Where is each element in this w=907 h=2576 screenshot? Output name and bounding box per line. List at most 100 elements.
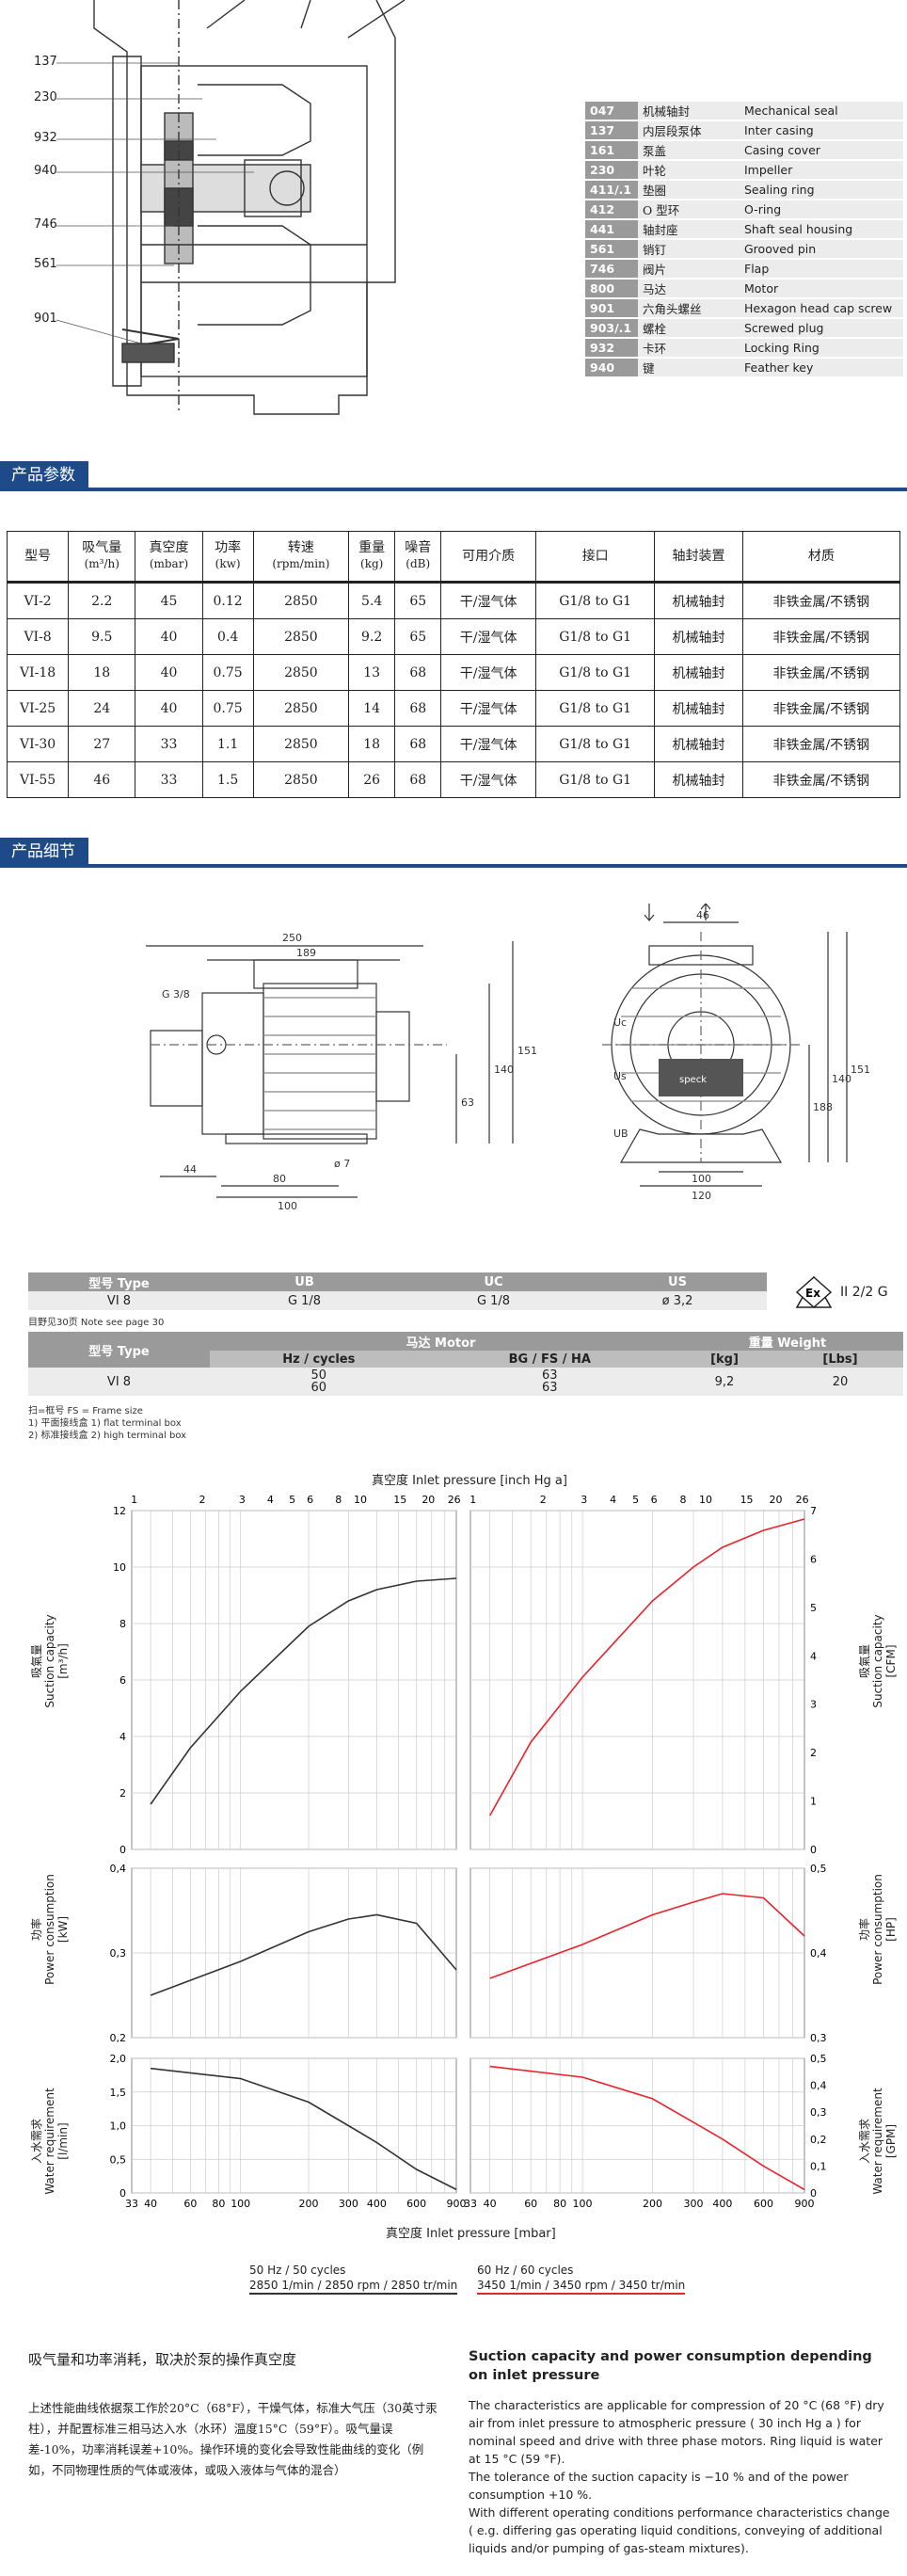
param-cell: 65	[394, 582, 442, 619]
param-cell: 65	[394, 618, 442, 655]
param-cell: 27	[68, 726, 136, 762]
y-tick-label-right: 0,5	[810, 1863, 827, 1875]
parts-en: Inter casing	[740, 120, 903, 141]
dim-uc: Uc	[613, 1016, 627, 1029]
param-header: 轴封装置	[654, 531, 743, 584]
y-tick-label-right: 1	[810, 1796, 817, 1808]
param-cell: 机械轴封	[654, 582, 743, 619]
pump-cross-section-drawing	[56, 0, 406, 415]
param-cell: 机械轴封	[654, 654, 743, 691]
footnote-flat-box: 1) 平面接线盒 1) flat terminal box	[28, 1418, 182, 1429]
x-top-tick-label: 10	[699, 1494, 712, 1506]
param-cell: 68	[394, 761, 442, 798]
y-tick-label-left: 1,0	[110, 2120, 127, 2133]
param-header: 真空度(mbar)	[135, 531, 203, 584]
param-cell: 非铁金属/不锈钢	[741, 618, 901, 655]
parts-en: Screwed plug	[740, 318, 903, 339]
conn-uc: G 1/8	[476, 1293, 511, 1308]
bottom-cn-title: 吸气量和功率消耗，取决於泵的操作真空度	[28, 2351, 297, 2368]
conn-model: VI 8	[106, 1293, 132, 1308]
bottom-en-title: Suction capacity and power consumption d…	[469, 2349, 872, 2383]
dim-100b: 100	[692, 1173, 711, 1185]
x-tick-label: 80	[212, 2198, 225, 2210]
y-tick-label-right: 2	[810, 1747, 817, 1759]
y-tick-label-left: 0,3	[110, 1947, 127, 1960]
section-title-details: 产品细节	[0, 838, 88, 866]
parts-en: Motor	[740, 279, 903, 299]
x-top-tick-label: 15	[740, 1494, 754, 1506]
y-tick-label-right: 0,1	[810, 2160, 827, 2172]
bottom-cn-body: 上述性能曲线依据泵工作於20°C（68°F），干燥气体，标准大气压（30英寸汞柱…	[28, 2401, 438, 2477]
dim-ub: UB	[613, 1128, 629, 1140]
y-tick-label-left: 2	[119, 1787, 126, 1800]
param-header: 转速(rpm/min)	[252, 531, 350, 584]
y-tick-label-left: 0,4	[110, 1863, 127, 1875]
y-tick-label-left: 12	[113, 1505, 126, 1517]
conn-header-model: 型号 Type	[88, 1276, 150, 1291]
x-tick-label: 33	[125, 2198, 138, 2210]
motor-lbs: 20	[832, 1374, 849, 1389]
parts-en: Flap	[740, 259, 903, 280]
param-cell: 9.2	[348, 618, 396, 655]
y-tick-label-left: 10	[113, 1561, 126, 1574]
param-cell: 68	[394, 654, 442, 691]
parts-en: Sealing ring	[740, 180, 903, 200]
param-cell: 机械轴封	[654, 761, 743, 798]
x-tick-label: 300	[684, 2198, 704, 2210]
y-tick-label-left: 8	[119, 1618, 126, 1630]
atex-ex-icon: Ex	[795, 1275, 833, 1309]
parts-code: 940	[585, 358, 638, 378]
parts-en: Locking Ring	[740, 338, 903, 359]
param-cell: 24	[68, 690, 136, 727]
y-tick-label-left: 6	[119, 1674, 126, 1687]
section-divider-details	[0, 864, 907, 868]
svg-text:Ex: Ex	[805, 1287, 820, 1300]
y-tick-label-right: 4	[810, 1650, 817, 1662]
param-cell: 干/湿气体	[440, 726, 537, 762]
param-cell: 2850	[252, 618, 350, 655]
x-tick-label: 33	[464, 2198, 477, 2210]
parts-cn: 垫圈	[638, 180, 740, 200]
x-tick-label: 60	[183, 2198, 197, 2210]
parts-code: 903/.1	[585, 318, 638, 339]
parts-cn: 阀片	[638, 259, 740, 280]
legend-50hz: 50 Hz / 50 cycles 2850 1/min / 2850 rpm …	[249, 2263, 458, 2295]
param-header: 可用介质	[440, 531, 537, 584]
param-cell: VI-30	[6, 726, 70, 762]
motor-header-weight: 重量 Weight	[748, 1336, 827, 1351]
y-tick-label-right: 0,3	[810, 2032, 827, 2044]
param-cell: 干/湿气体	[440, 618, 537, 655]
dim-us: Us	[613, 1070, 627, 1082]
parts-code: 137	[585, 120, 638, 141]
parts-en: Impeller	[740, 160, 903, 181]
param-cell: 0.12	[201, 582, 254, 619]
parts-cn: 螺栓	[638, 318, 740, 339]
callout-746: 746	[34, 217, 57, 232]
param-header: 材质	[741, 531, 901, 584]
y-tick-label-right: 0	[810, 2187, 817, 2200]
parts-code: 932	[585, 338, 638, 359]
param-cell: 45	[135, 582, 203, 619]
x-top-tick-label: 3	[239, 1494, 246, 1506]
dim-188: 188	[813, 1101, 833, 1113]
x-top-tick-label: 1	[469, 1494, 476, 1506]
param-cell: 0.4	[201, 618, 254, 655]
parts-cn: 内层段泵体	[638, 120, 740, 141]
parts-en: O-ring	[740, 200, 903, 220]
motor-header-model: 型号 Type	[88, 1344, 150, 1359]
parts-code: 561	[585, 239, 638, 260]
y-tick-label-right: 3	[810, 1699, 817, 1711]
x-top-tick-label: 3	[581, 1494, 587, 1506]
x-top-tick-label: 6	[307, 1494, 313, 1506]
parts-code: 412	[585, 200, 638, 220]
dim-189: 189	[296, 947, 316, 959]
dim-phi7: ø 7	[334, 1158, 350, 1170]
dim-151b: 151	[851, 1064, 870, 1076]
x-top-tick-label: 20	[422, 1494, 435, 1506]
param-cell: 68	[394, 690, 442, 727]
bottom-en-p3: With different operating conditions perf…	[469, 2505, 890, 2555]
parts-cn: 键	[638, 358, 740, 378]
y-tick-label-right: 6	[810, 1553, 817, 1565]
